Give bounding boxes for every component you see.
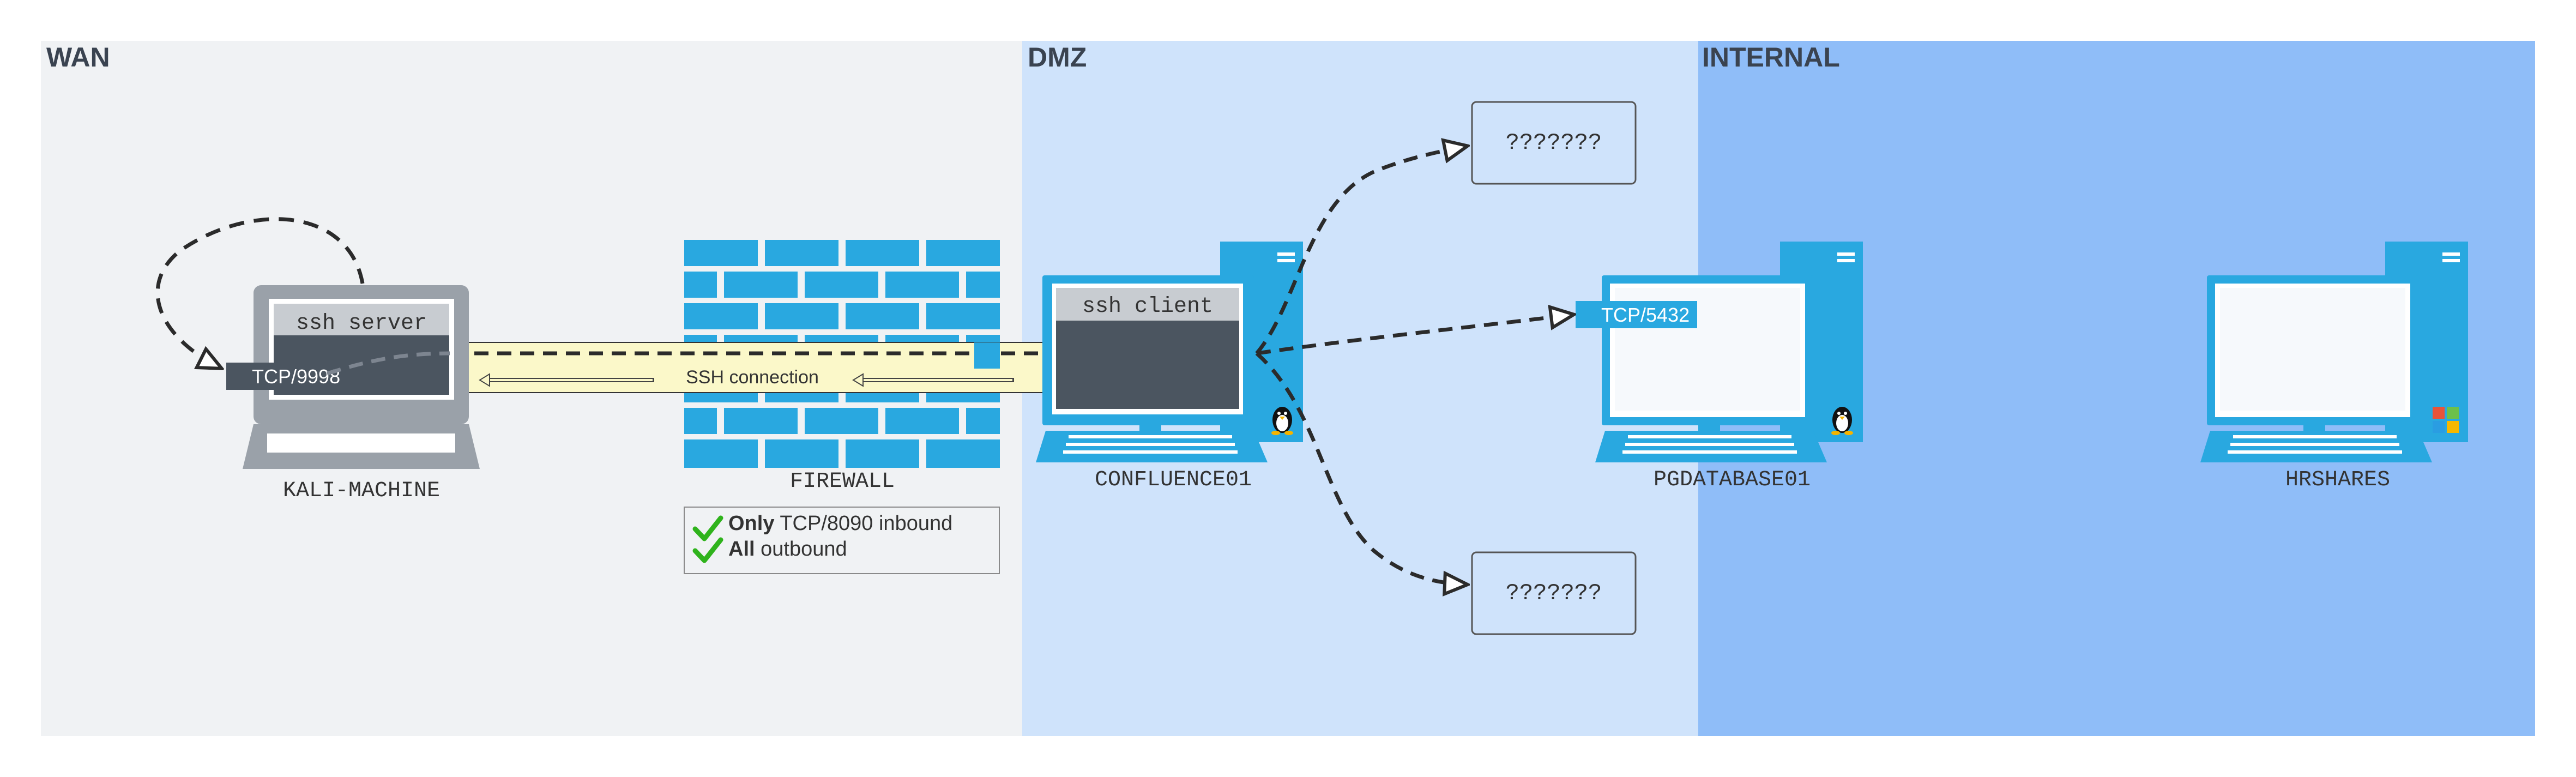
unknown-host-bottom[interactable]: ???????: [1471, 551, 1637, 635]
firewall-port-brick: [974, 342, 1000, 369]
rule-2-bold: All: [728, 538, 755, 561]
port-5432-label: TCP/5432: [1601, 304, 1690, 326]
unknown-host-bottom-label: ???????: [1506, 580, 1602, 606]
ssh-tunnel: SSH connection: [447, 342, 1058, 393]
pgdatabase01-label: PGDATABASE01: [1654, 468, 1811, 492]
loop-arrow: [155, 217, 365, 368]
firewall-label: FIREWALL: [790, 469, 895, 494]
svg-text:Only TCP/8090 inbound: Only TCP/8090 inbound: [728, 512, 952, 535]
zone-internal-label: INTERNAL: [1702, 42, 1840, 73]
hrshares-label: HRSHARES: [2285, 468, 2390, 492]
confluence01[interactable]: ssh client CONFLUENCE01: [1036, 242, 1303, 492]
firewall-rules-note: Only TCP/8090 inbound All outbound: [684, 507, 1000, 574]
port-tag-9998: TCP/9998: [226, 363, 441, 390]
desktop-icon: [2200, 242, 2468, 462]
desktop-icon: [1036, 242, 1303, 462]
kali-screen-label: ssh server: [296, 311, 427, 336]
svg-text:All outbound: All outbound: [728, 538, 847, 561]
checkmark-icon: [692, 515, 723, 541]
windows-icon: [2433, 407, 2459, 433]
ssh-connection-label: SSH connection: [686, 367, 819, 388]
hrshares[interactable]: HRSHARES: [2200, 242, 2468, 492]
forward-arrow-top: [1255, 146, 1467, 355]
linux-icon: [1271, 407, 1293, 435]
zone-wan-label: WAN: [46, 42, 110, 73]
unknown-host-top[interactable]: ???????: [1471, 101, 1637, 185]
port-tag-5432: TCP/5432: [1576, 301, 1697, 328]
rule-2-text: outbound: [755, 538, 847, 561]
linux-icon: [1831, 407, 1853, 435]
kali-machine-label: KALI-MACHINE: [283, 479, 440, 503]
unknown-host-top-label: ???????: [1506, 130, 1602, 156]
port-9998-label: TCP/9998: [252, 365, 340, 388]
confluence01-label: CONFLUENCE01: [1095, 468, 1252, 492]
forward-arrow-middle: [1256, 315, 1573, 356]
checkmark-icon: [692, 537, 723, 563]
zone-dmz-label: DMZ: [1028, 42, 1087, 73]
rule-1-bold: Only: [728, 512, 774, 535]
rule-1-text: TCP/8090 inbound: [774, 512, 952, 535]
pgdatabase01[interactable]: PGDATABASE01: [1595, 242, 1863, 492]
confluence-screen-label: ssh client: [1082, 294, 1213, 319]
